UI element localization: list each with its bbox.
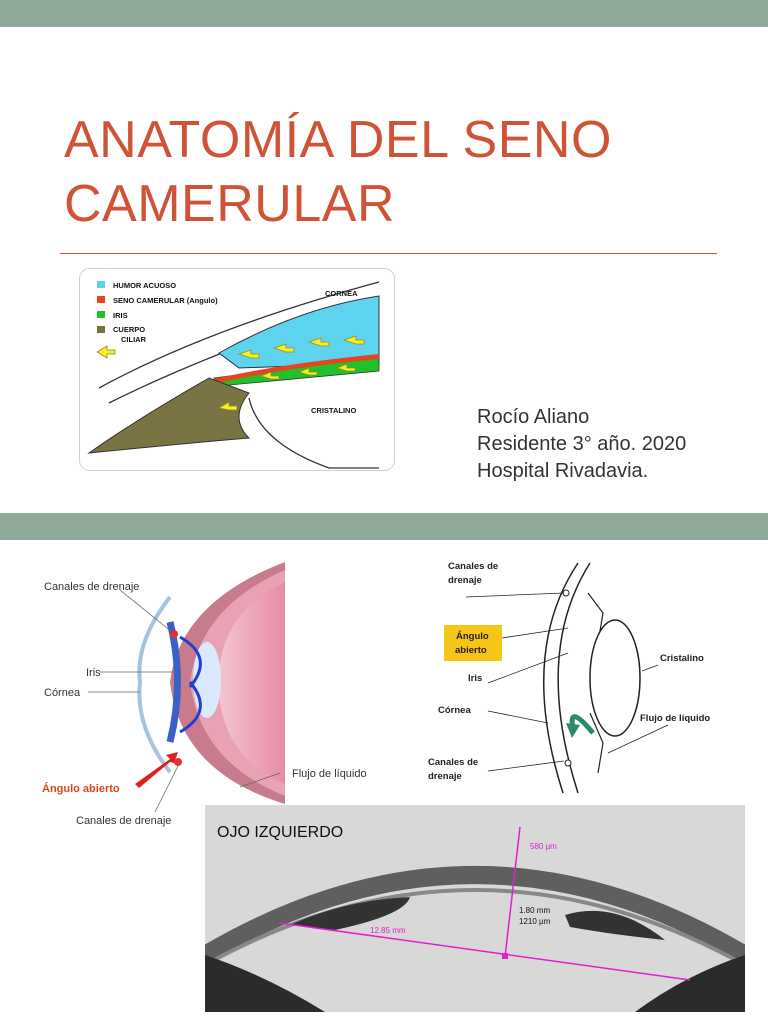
label-drainage-bottom: Canales de drenaje xyxy=(76,815,171,827)
label-angle-2: abierto xyxy=(455,645,487,656)
title-underline xyxy=(60,253,717,254)
title-line-1: ANATOMÍA DEL SENO xyxy=(64,111,612,169)
legend-ciliary-2: CILIAR xyxy=(121,335,147,344)
label-cornea: Córnea xyxy=(44,687,81,699)
label-fluid-flow: Flujo de líquido xyxy=(292,768,367,780)
label-drainage-bottom-1: Canales de xyxy=(428,757,478,768)
label-drainage-top-1: Canales de xyxy=(448,561,498,572)
label-angle-1: Ángulo xyxy=(456,631,489,642)
label-drainage-top: Canales de drenaje xyxy=(44,581,139,593)
oct-scan-image: OJO IZQUIERDO 580 µm 1.80 mm 1210 µm 12.… xyxy=(205,805,745,1012)
label-drainage-top-2: drenaje xyxy=(448,575,482,586)
oct-title: OJO IZQUIERDO xyxy=(217,824,343,841)
label-lens: Cristalino xyxy=(660,653,704,664)
label-iris: Iris xyxy=(468,673,482,684)
oct-measure-4: 12.85 mm xyxy=(370,926,406,935)
label-open-angle: Ángulo abierto xyxy=(42,782,120,795)
label-fluid-flow: Flujo de líquido xyxy=(640,713,710,724)
author-block: Rocío Aliano Residente 3° año. 2020 Hosp… xyxy=(477,404,686,485)
aqueous-humor-diagram: HUMOR ACUOSO SENO CAMERULAR (Angulo) IRI… xyxy=(79,268,395,471)
legend-angle: SENO CAMERULAR (Angulo) xyxy=(113,296,218,305)
author-role: Residente 3° año. 2020 xyxy=(477,433,687,455)
top-bar xyxy=(0,0,768,27)
lens-label: CRISTALINO xyxy=(311,406,356,415)
angle-schematic-diagram: Canales de drenaje Ángulo abierto Iris C… xyxy=(428,561,710,794)
label-drainage-bottom-2: drenaje xyxy=(428,771,462,782)
divider-bar xyxy=(0,513,768,540)
author-name: Rocío Aliano xyxy=(477,406,590,428)
oct-measure-3: 1210 µm xyxy=(519,917,551,926)
title-line-2: CAMERULAR xyxy=(64,175,395,233)
legend-ciliary: CUERPO xyxy=(113,325,145,334)
slide-title: ANATOMÍA DEL SENO CAMERULAR xyxy=(64,108,724,236)
author-hospital: Hospital Rivadavia. xyxy=(477,460,649,482)
legend-iris: IRIS xyxy=(113,311,128,320)
eye-cross-section-illustration: Canales de drenaje Iris Córnea Ángulo ab… xyxy=(42,562,367,827)
oct-measure-1: 580 µm xyxy=(530,842,557,851)
label-cornea: Córnea xyxy=(438,705,471,716)
cornea-label: CORNEA xyxy=(325,289,358,298)
label-iris: Iris xyxy=(86,667,101,679)
oct-measure-2: 1.80 mm xyxy=(519,906,550,915)
legend-aqueous: HUMOR ACUOSO xyxy=(113,281,176,290)
